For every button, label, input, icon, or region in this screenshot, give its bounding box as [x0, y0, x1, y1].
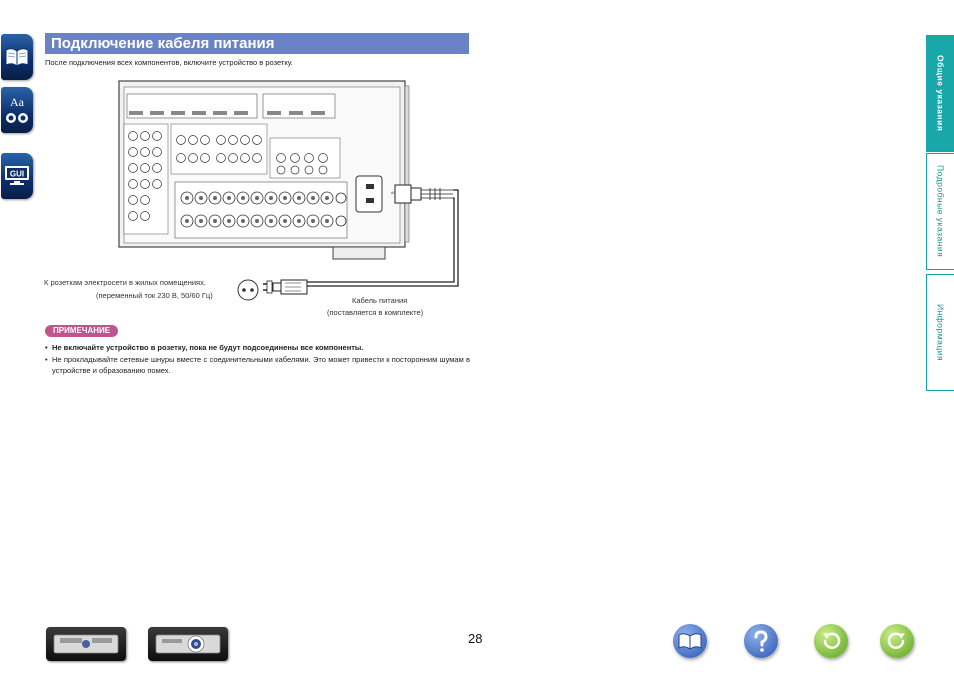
- front-panel-icon: [53, 634, 119, 654]
- index-button[interactable]: Aa: [1, 87, 33, 133]
- contents-book-button[interactable]: [673, 624, 707, 658]
- tab-info-label: Информация: [935, 303, 946, 362]
- front-panel-button[interactable]: [46, 627, 126, 661]
- help-button[interactable]: [744, 624, 778, 658]
- back-button[interactable]: [814, 624, 848, 658]
- note-text: Не включайте устройство в розетку, пока …: [52, 343, 364, 352]
- back-icon: [823, 632, 841, 649]
- page-number: 28: [468, 631, 483, 646]
- tab-general-label: Общие указания: [935, 55, 946, 132]
- intro-text: После подключения всех компонентов, вклю…: [45, 58, 293, 67]
- tab-general[interactable]: Общие указания: [926, 35, 954, 152]
- outlet-label: К розеткам электросети в жилых помещения…: [44, 278, 206, 287]
- power-cable: [307, 184, 459, 287]
- notes-list: • Не включайте устройство в розетку, пок…: [45, 342, 470, 377]
- wall-plug: [263, 279, 308, 295]
- gui-label: GUI: [10, 170, 24, 179]
- help-icon: [754, 630, 768, 652]
- index-aa-label: Aa: [10, 95, 25, 109]
- gui-icon: GUI: [5, 166, 29, 185]
- gui-button[interactable]: GUI: [1, 153, 33, 199]
- tab-detailed-label: Подробные указания: [935, 165, 946, 258]
- bullet: •: [45, 343, 48, 352]
- forward-button[interactable]: [880, 624, 914, 658]
- tab-detailed[interactable]: Подробные указания: [926, 153, 954, 270]
- tab-info[interactable]: Информация: [926, 274, 954, 391]
- forward-icon: [887, 632, 905, 649]
- receiver-rear-panel: [118, 80, 410, 260]
- contents-button[interactable]: [1, 34, 33, 80]
- rear-panel-button[interactable]: [148, 627, 228, 661]
- wall-socket-icon: [237, 279, 259, 301]
- note-item: • Не включайте устройство в розетку, пок…: [45, 342, 470, 354]
- cable-label: Кабель питания: [352, 296, 408, 305]
- bullet: •: [45, 354, 48, 364]
- rear-panel-diagram: AC IN: [118, 80, 459, 301]
- book-icon: [5, 48, 29, 67]
- outlet-spec-label: (переменный ток 230 В, 50/60 Гц): [96, 291, 213, 300]
- note-text: Не прокладывайте сетевые шнуры вместе с …: [52, 354, 470, 376]
- cable-supplied-label: (поставляется в комплекте): [327, 308, 424, 317]
- book-icon: [678, 633, 702, 650]
- note-badge: ПРИМЕЧАНИЕ: [45, 325, 119, 337]
- section-title: Подключение кабеля питания: [45, 33, 469, 54]
- index-aa-icon: Aa: [6, 95, 28, 123]
- note-item: • Не прокладывайте сетевые шнуры вместе …: [45, 354, 470, 377]
- rear-panel-icon: [155, 634, 221, 654]
